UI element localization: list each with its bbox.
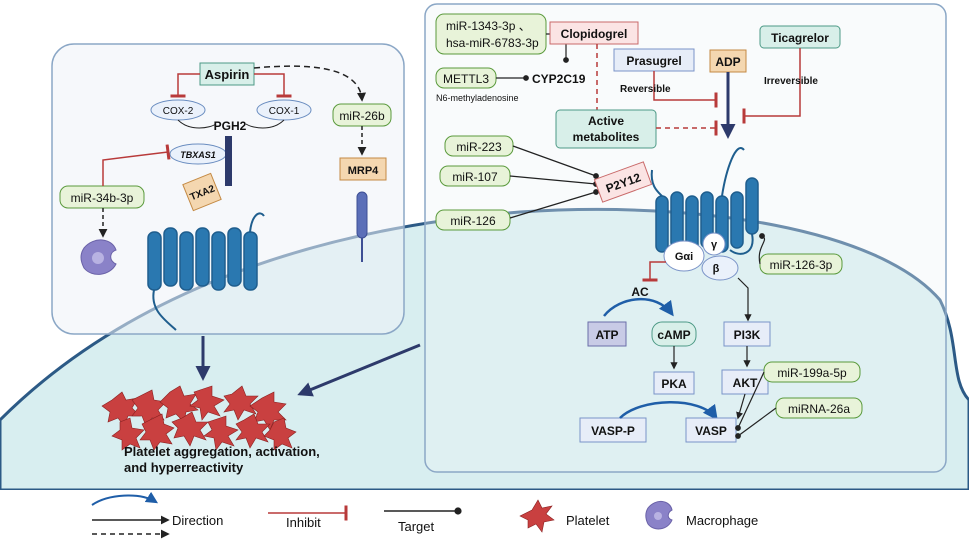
reversible-label: Reversible [620, 84, 671, 95]
legend-platelet-icon [519, 499, 555, 533]
mir26a-label: miRNA-26a [788, 402, 850, 416]
outcome-line2: and hyperreactivity [124, 460, 244, 475]
mir1343-line1: miR-1343-3p 、 [446, 19, 531, 33]
legend-direction-label: Direction [172, 513, 223, 528]
mir34b-box [59, 185, 145, 209]
legend-direction-curve [91, 491, 159, 506]
pi3k-label: PI3K [734, 328, 761, 342]
ac-label: AC [631, 285, 649, 299]
gamma-circle [702, 232, 726, 256]
active-metabolites-box [555, 109, 657, 149]
active-line2: metabolites [573, 130, 640, 144]
clopidogrel-label: Clopidogrel [561, 27, 628, 41]
platelet-cluster [101, 385, 297, 451]
mir126-3p-label: miR-126-3p [770, 258, 833, 272]
clopidogrel-box [549, 21, 639, 45]
n6-label: N6-methyladenosine [436, 93, 519, 103]
mrp4-channel [356, 191, 368, 239]
legend-inhibit-label: Inhibit [286, 515, 321, 530]
aspirin-label: Aspirin [205, 67, 250, 82]
gamma-label: γ [711, 239, 718, 251]
p2y12-receptor [650, 147, 759, 255]
gai-ellipse [663, 240, 705, 272]
cox1-label: COX-1 [269, 106, 300, 117]
vaspp-box [579, 417, 647, 443]
macrophage-icon-left [80, 239, 117, 275]
beta-label: β [713, 263, 720, 275]
pka-label: PKA [661, 377, 687, 391]
vaspp-label: VASP-P [591, 424, 635, 438]
cox2-label: COX-2 [163, 106, 194, 117]
akt-label: AKT [733, 376, 758, 390]
beta-ellipse [701, 255, 739, 281]
legend-platelet-label: Platelet [566, 513, 610, 528]
mir26b-label: miR-26b [339, 109, 385, 123]
pgh2-bar [225, 136, 232, 186]
active-line1: Active [588, 114, 624, 128]
vasp-label: VASP [695, 424, 727, 438]
legend-macrophage-label: Macrophage [686, 513, 758, 528]
mir34b-label: miR-34b-3p [71, 191, 134, 205]
mir223-label: miR-223 [456, 140, 502, 154]
mrp4-label: MRP4 [348, 165, 379, 177]
prasugrel-label: Prasugrel [626, 54, 681, 68]
p2y12-box [593, 161, 653, 203]
txa2-box [182, 172, 222, 212]
pgh2-label: PGH2 [214, 119, 247, 133]
adp-label: ADP [715, 55, 740, 69]
mir1343-line2: hsa-miR-6783-3p [446, 36, 539, 50]
mir199-label: miR-199a-5p [777, 366, 847, 380]
txa2-receptor [147, 212, 265, 331]
mrp4-box [339, 157, 387, 181]
legend-macrophage-icon [645, 501, 673, 530]
atp-box [587, 321, 627, 347]
legend-target-label: Target [398, 519, 435, 534]
camp-label: cAMP [657, 328, 690, 342]
gai-label: Gαi [675, 251, 693, 263]
atp-label: ATP [595, 328, 618, 342]
irreversible-label: Irreversible [764, 76, 818, 87]
ticagrelor-label: Ticagrelor [771, 31, 829, 45]
outcome-line1: Platelet aggregation, activation, [124, 444, 320, 459]
left-panel [51, 43, 405, 335]
mettl3-label: METTL3 [443, 72, 489, 86]
mir107-label: miR-107 [452, 170, 498, 184]
cyp2c19-label: CYP2C19 [532, 72, 586, 86]
mir126-label: miR-126 [450, 214, 496, 228]
pka-box [653, 371, 695, 395]
tbxas1-label: TBXAS1 [180, 150, 216, 160]
mir126-box [435, 209, 511, 231]
